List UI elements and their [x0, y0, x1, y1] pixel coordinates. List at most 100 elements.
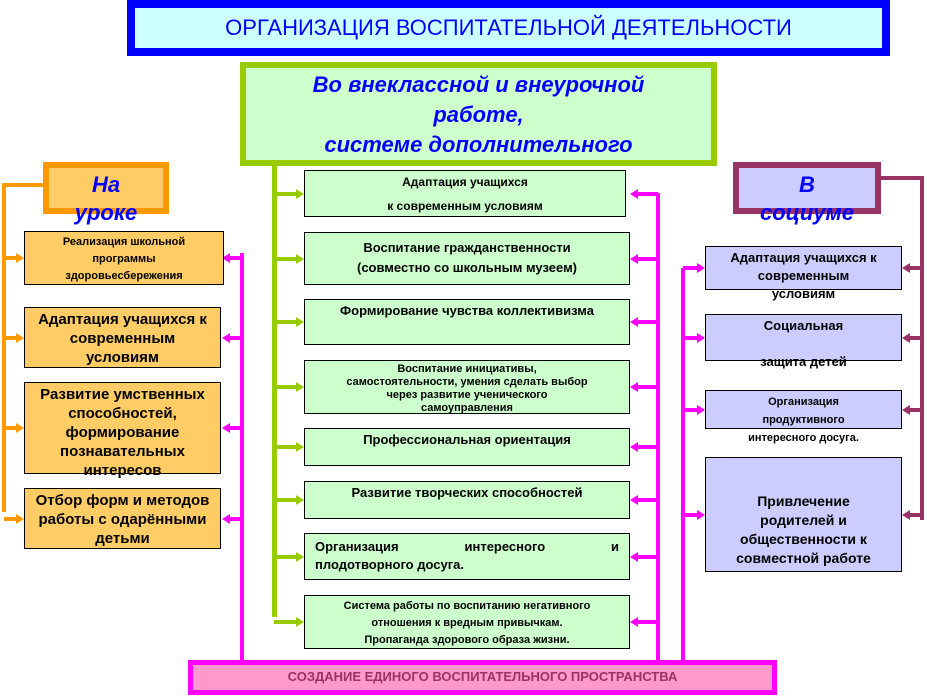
center-item-6: Развитие творческих способностей	[304, 481, 630, 519]
arrow-icon	[630, 442, 638, 452]
right-item-line: продуктивного	[762, 414, 845, 426]
right-header-line: социуме	[759, 200, 855, 225]
right-item-line: Привлечение	[757, 493, 850, 509]
left-item-line: формирование	[65, 424, 180, 441]
left-header-box: На уроке	[43, 162, 169, 225]
right-item-line: Организация	[768, 396, 839, 408]
left-item-line: современным	[69, 330, 176, 347]
arrow-icon	[16, 513, 24, 524]
connector-line	[880, 176, 924, 180]
center-item-line: через развитие ученического	[386, 389, 548, 401]
arrow-icon	[630, 188, 638, 199]
right-item-line: современным	[757, 268, 850, 283]
left-item-line: познавательных	[60, 443, 185, 460]
connector-line	[4, 256, 16, 260]
center-item-line: к современным условиям	[387, 199, 543, 213]
arrow-icon	[16, 423, 24, 433]
left-item-line: условиям	[85, 349, 160, 366]
arrow-icon	[630, 253, 638, 264]
center-item-line: Развитие творческих способностей	[351, 485, 583, 500]
arrow-icon	[296, 188, 304, 199]
center-item-line: отношения к вредным привычкам.	[371, 617, 563, 629]
connector-line	[230, 426, 242, 430]
center-item-2: Воспитание гражданственности (совместно с…	[304, 232, 630, 285]
arrow-icon	[16, 253, 24, 263]
center-item-line: плодотворного досуга.	[315, 557, 464, 572]
connector-line	[638, 385, 658, 389]
connector-line	[683, 407, 697, 412]
left-item-line: способностей,	[68, 405, 177, 422]
connector-line	[638, 191, 658, 196]
arrow-icon	[630, 551, 638, 562]
center-header-line: Во внеклассной и внеурочной	[312, 72, 645, 97]
right-item-line: родителей и	[760, 512, 847, 528]
arrow-icon	[902, 404, 910, 415]
left-item-line: Отбор форм и методов	[35, 492, 210, 509]
arrow-icon	[222, 513, 230, 524]
center-item-line: Пропаганда здорового образа жизни.	[364, 634, 570, 646]
arrow-icon	[222, 332, 230, 343]
connector-line	[274, 620, 296, 624]
connector-line	[240, 253, 244, 661]
arrow-icon	[296, 317, 304, 327]
arrow-icon	[296, 551, 304, 562]
left-item-line: интересов	[83, 462, 162, 479]
right-header-box: В социуме	[733, 162, 881, 225]
arrow-icon	[697, 509, 705, 520]
arrow-icon	[296, 253, 304, 264]
connector-line	[2, 183, 44, 187]
connector-line	[681, 268, 685, 661]
connector-line	[638, 320, 658, 324]
arrow-icon	[902, 332, 910, 343]
connector-line	[683, 266, 697, 270]
right-item-line: защита детей	[760, 354, 847, 369]
center-item-line: Воспитание гражданственности	[363, 240, 571, 255]
connector-line	[920, 176, 924, 520]
center-item-5: Профессиональная ориентация	[304, 428, 630, 466]
title: ОРГАНИЗАЦИЯ ВОСПИТАТЕЛЬНОЙ ДЕЯТЕЛЬНОСТИ	[225, 15, 792, 40]
connector-line	[4, 335, 16, 340]
connector-line	[2, 183, 6, 512]
arrow-icon	[222, 253, 230, 263]
right-item-line	[706, 335, 901, 353]
connector-line	[638, 498, 658, 502]
center-header-line: системе дополнительного	[324, 132, 633, 157]
arrow-icon	[630, 617, 638, 627]
footer-box: СОЗДАНИЕ ЕДИНОГО ВОСПИТАТЕЛЬНОГО ПРОСТРА…	[188, 660, 777, 695]
left-item-line: Реализация школьной	[62, 236, 186, 248]
center-item-3: Формирование чувства коллективизма	[304, 299, 630, 345]
connector-line	[910, 335, 922, 340]
arrow-icon	[902, 509, 910, 520]
center-header-line: работе,	[433, 102, 524, 127]
connector-line	[274, 320, 296, 324]
arrow-icon	[296, 617, 304, 627]
arrow-icon	[630, 317, 638, 327]
connector-line	[638, 620, 658, 624]
left-item-line: Адаптация учащихся к	[38, 311, 207, 328]
center-item-line: (совместно со школьным музеем)	[356, 260, 578, 275]
right-item-2: Социальная защита детей	[705, 314, 902, 369]
left-item-line: здоровьесбережения	[65, 270, 183, 282]
arrow-icon	[902, 263, 910, 273]
arrow-icon	[296, 382, 304, 392]
footer-text: СОЗДАНИЕ ЕДИНОГО ВОСПИТАТЕЛЬНОГО ПРОСТРА…	[287, 669, 678, 684]
left-item-line: детьми	[95, 530, 150, 547]
center-item-line: Система работы по воспитанию негативного	[343, 600, 591, 612]
connector-line	[274, 445, 296, 449]
center-item-line: самоуправления	[421, 402, 513, 414]
center-header-box: Во внеклассной и внеурочной работе, сист…	[240, 62, 717, 166]
connector-line	[4, 426, 16, 430]
arrow-icon	[697, 404, 705, 415]
connector-line	[638, 554, 658, 559]
left-header-line: уроке	[74, 200, 138, 225]
center-item-8: Система работы по воспитанию негативного…	[304, 595, 630, 649]
center-item-line: Формирование чувства коллективизма	[340, 303, 594, 318]
center-item-line: Воспитание инициативы,	[397, 363, 537, 375]
